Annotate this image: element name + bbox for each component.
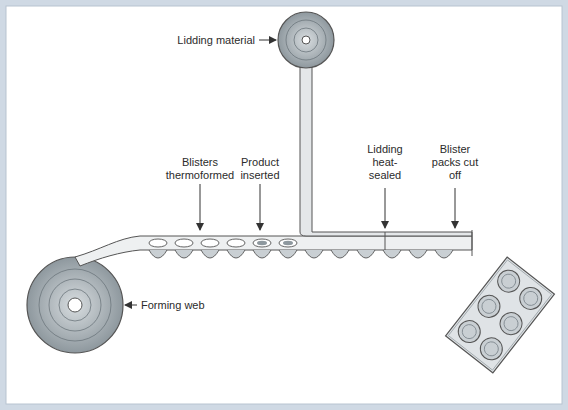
callout-label: Forming web xyxy=(141,299,231,312)
seal-mark xyxy=(385,232,386,250)
callout-label: Lidding heat-sealed xyxy=(360,143,410,182)
blister-pack xyxy=(446,257,555,373)
callout-label: Blister packs cut off xyxy=(428,143,482,182)
leader-arrows xyxy=(125,40,455,305)
callout-label: Product inserted xyxy=(230,156,290,182)
callout-label: Blisters thermoformed xyxy=(160,156,240,182)
forming-web-strip xyxy=(75,236,472,266)
forming-web-roll xyxy=(27,257,123,353)
lidding-roll xyxy=(278,12,472,236)
callout-label: Lidding material xyxy=(159,34,255,47)
cut-mark xyxy=(472,230,473,256)
